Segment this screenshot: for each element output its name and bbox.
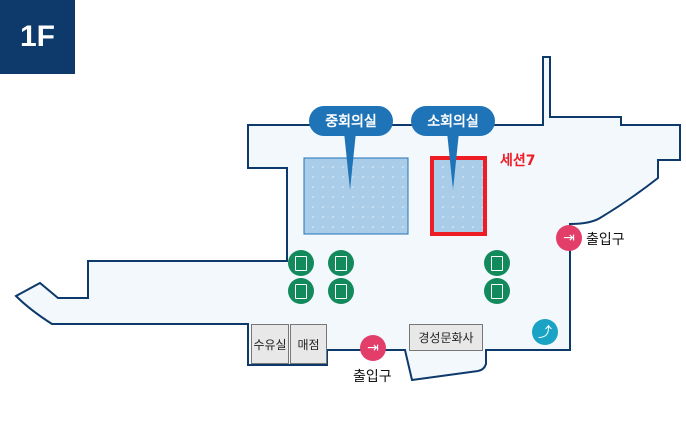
pointer-medium (344, 132, 356, 190)
pointer-small (447, 132, 459, 190)
label-medium-meeting-room[interactable]: 중회의실 (309, 106, 393, 136)
medium-meeting-room (303, 157, 409, 235)
exit-icon: ⇥ (360, 335, 386, 361)
small-meeting-room (430, 156, 487, 236)
exit-label: 출입구 (586, 232, 625, 248)
exit-icon: ⇥ (556, 225, 582, 251)
elevator-icon (484, 250, 510, 276)
elevator-icon (288, 250, 314, 276)
label-small-meeting-room[interactable]: 소회의실 (411, 106, 495, 136)
escalator-icon: ⤴ (532, 319, 558, 345)
room-store: 매점 (290, 324, 327, 364)
room-gyeongseong: 경성문화사 (409, 324, 483, 351)
elevator-icon (288, 278, 314, 304)
room-nursing: 수유실 (251, 324, 289, 364)
floor-badge: 1F (0, 0, 75, 74)
exit-label: 출입구 (353, 369, 392, 385)
elevator-icon (484, 278, 510, 304)
session-label: 세션7 (500, 153, 536, 169)
elevator-icon (328, 250, 354, 276)
elevator-icon (328, 278, 354, 304)
